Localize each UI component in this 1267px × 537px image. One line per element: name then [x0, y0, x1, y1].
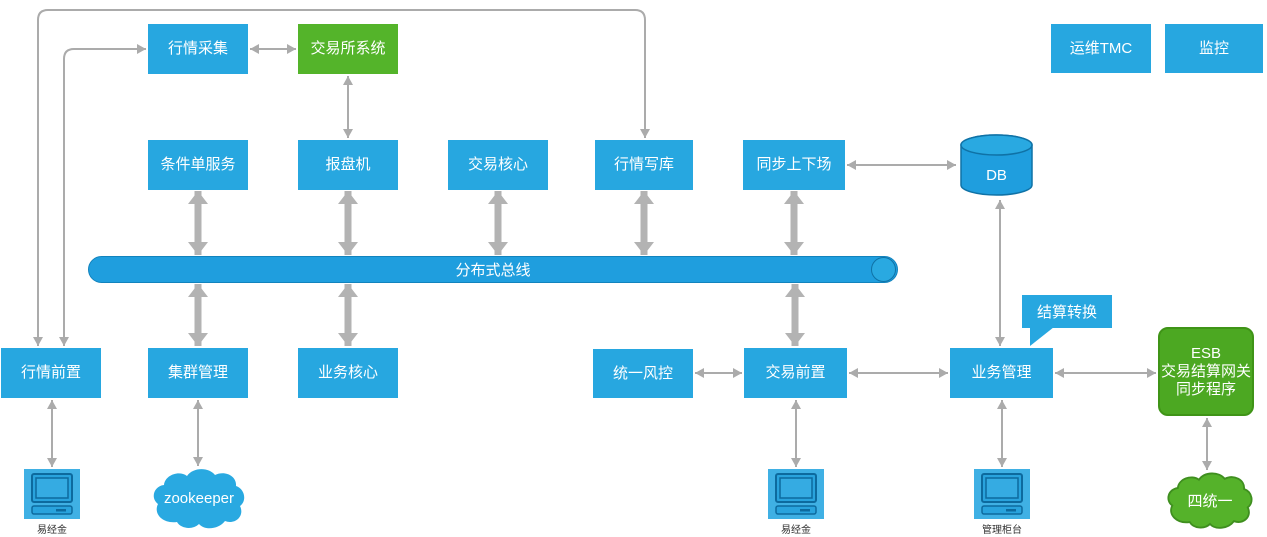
node-business-management: 业务管理 [950, 348, 1053, 398]
node-label: ESB 交易结算网关 同步程序 [1161, 345, 1251, 399]
esb-line-1: ESB [1190, 344, 1221, 362]
node-trading-front: 交易前置 [744, 348, 847, 398]
node-esb-gateway: ESB 交易结算网关 同步程序 [1158, 327, 1254, 416]
node-market-data-collect: 行情采集 [148, 24, 248, 74]
terminal-yijingjin-1 [24, 469, 80, 519]
node-quote-machine: 报盘机 [298, 140, 398, 190]
node-label: 运维TMC [1069, 39, 1133, 57]
node-label: 行情前置 [20, 364, 81, 381]
terminal-yijingjin-2 [768, 469, 824, 519]
node-sync-updown: 同步上下场 [743, 140, 845, 190]
node-trading-core: 交易核心 [448, 140, 548, 190]
node-label: zookeeper [163, 489, 235, 507]
node-label: 交易前置 [765, 364, 826, 381]
node-label: 结算转换 [1036, 304, 1097, 321]
computer-icon [768, 469, 824, 519]
node-db-cylinder: DB [958, 132, 1035, 198]
node-zookeeper-cloud: zookeeper [148, 466, 250, 530]
node-label: 报盘机 [325, 156, 371, 173]
node-label: 分布式总线 [455, 262, 531, 279]
computer-icon [24, 469, 80, 519]
computer-icon [974, 469, 1030, 519]
bus-endcap [871, 257, 896, 282]
callout-tail [1030, 327, 1054, 346]
node-market-data-writer: 行情写库 [595, 140, 693, 190]
esb-line-2: 交易结算网关 [1160, 362, 1251, 380]
node-settlement-conversion-callout: 结算转换 [1022, 295, 1112, 346]
node-cluster-management: 集群管理 [148, 348, 248, 398]
node-market-data-front: 行情前置 [1, 348, 101, 398]
node-label: 同步上下场 [756, 156, 832, 173]
node-label: 业务核心 [317, 364, 378, 381]
node-label: 业务管理 [971, 364, 1032, 381]
node-label: 交易所系统 [310, 40, 386, 57]
node-label: 交易核心 [467, 156, 528, 173]
node-label: 统一风控 [612, 364, 673, 382]
esb-line-3: 同步程序 [1175, 380, 1236, 398]
node-exchange-system: 交易所系统 [298, 24, 398, 74]
node-sitongyi-cloud: 四统一 [1164, 470, 1256, 530]
node-label: 行情采集 [167, 40, 228, 57]
node-label: 集群管理 [167, 364, 228, 381]
node-conditional-order-service: 条件单服务 [148, 140, 248, 190]
cloud-icon [1167, 472, 1253, 529]
terminal-caption: 管理柜台 [982, 525, 1022, 536]
connector-hqqianzhi-hqcaiji [59, 44, 146, 346]
node-label: 监控 [1198, 39, 1229, 57]
node-label: 行情写库 [613, 156, 674, 173]
node-label: 条件单服务 [160, 156, 236, 173]
cloud-icon [153, 469, 245, 529]
node-monitoring: 监控 [1165, 24, 1263, 73]
node-business-core: 业务核心 [298, 348, 398, 398]
node-ops-tmc: 运维TMC [1051, 24, 1151, 73]
terminal-caption: 易经金 [37, 525, 67, 536]
node-label: DB [986, 166, 1007, 184]
node-unified-risk-control: 统一风控 [593, 349, 693, 398]
terminal-caption: 易经金 [781, 525, 811, 536]
db-cylinder-icon [960, 134, 1033, 196]
connector-hqqianzhi-hqxieku [33, 9, 650, 346]
node-label: 四统一 [1187, 492, 1233, 510]
node-distributed-bus: 分布式总线 [88, 256, 898, 283]
terminal-management-counter [974, 469, 1030, 519]
